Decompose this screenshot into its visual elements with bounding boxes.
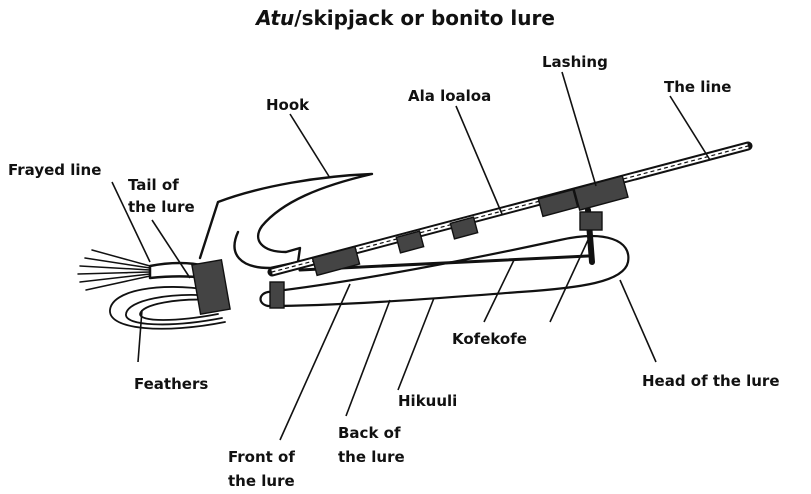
label-hook: Hook bbox=[266, 96, 310, 114]
label-ala-loaloa: Ala loaloa bbox=[408, 87, 491, 105]
label-front-of-the-lure-2: the lure bbox=[228, 472, 295, 490]
label-back-of-the-lure-1: Back of bbox=[338, 424, 401, 442]
label-lashing: Lashing bbox=[542, 53, 608, 71]
frayed-line bbox=[78, 250, 205, 290]
label-back-of-the-lure-2: the lure bbox=[338, 448, 405, 466]
label-hikuuli: Hikuuli bbox=[398, 392, 457, 410]
label-the-line: The line bbox=[664, 78, 731, 96]
label-tail-of-the-lure-1: Tail of bbox=[128, 176, 179, 194]
label-head-of-the-lure: Head of the lure bbox=[642, 372, 780, 390]
label-kofekofe: Kofekofe bbox=[452, 330, 527, 348]
label-tail-of-the-lure-2: the lure bbox=[128, 198, 195, 216]
label-feathers: Feathers bbox=[134, 375, 208, 393]
label-front-of-the-lure-1: Front of bbox=[228, 448, 295, 466]
label-frayed-line: Frayed line bbox=[8, 161, 101, 179]
